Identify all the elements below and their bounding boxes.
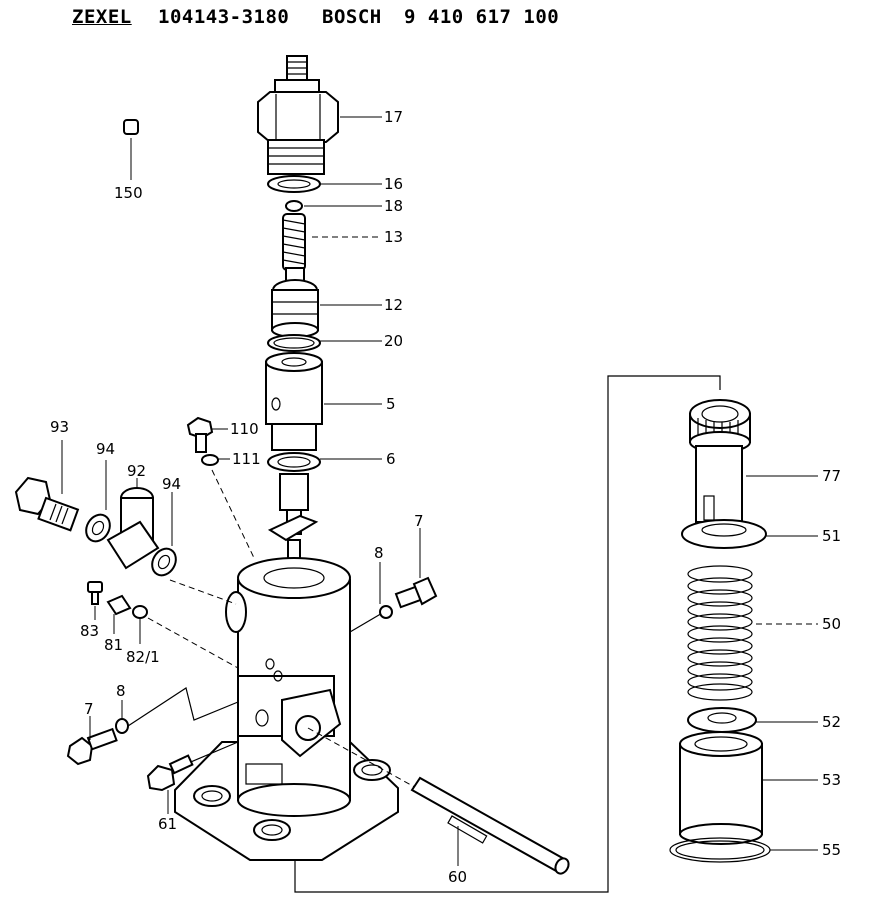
part-51-spring-seat [681, 519, 818, 549]
part-8-washer-right [379, 562, 393, 619]
part-92-banjo-fitting [106, 478, 160, 570]
part-18-ring [285, 200, 382, 212]
part-82-1-washer [132, 605, 148, 644]
part-12-delivery-valve [271, 267, 382, 338]
label-61: 61 [158, 815, 177, 833]
label-60: 60 [448, 868, 467, 886]
label-51: 51 [822, 527, 841, 545]
label-77: 77 [822, 467, 841, 485]
part-53-tappet [679, 731, 818, 845]
label-82-1: 82/1 [126, 648, 160, 666]
label-55: 55 [822, 841, 841, 859]
part-number-header: ZEXEL 104143-3180 BOSCH 9 410 617 100 [0, 0, 869, 40]
label-50: 50 [822, 615, 841, 633]
label-83: 83 [80, 622, 99, 640]
part-77-control-sleeve [689, 399, 818, 523]
label-7-left: 7 [84, 700, 94, 718]
label-6: 6 [386, 450, 396, 468]
screw-alignment-line [211, 469, 256, 561]
part-55-snap-ring [669, 837, 818, 863]
brand-bosch: BOSCH [322, 6, 382, 28]
flange-bolt-alignment-line [185, 741, 239, 765]
part-50-plunger-spring [687, 565, 818, 701]
label-12: 12 [384, 296, 403, 314]
label-81: 81 [104, 636, 123, 654]
pump-housing [174, 557, 399, 861]
brand-zexel: ZEXEL [72, 6, 132, 28]
assembly-connector-line [294, 375, 721, 893]
label-93: 93 [50, 418, 69, 436]
banjo-alignment-line [169, 579, 237, 605]
label-8-right: 8 [374, 544, 384, 562]
part-94-washer-right [151, 492, 177, 577]
label-7-right: 7 [414, 512, 424, 530]
plunger [267, 473, 319, 569]
label-111: 111 [232, 450, 261, 468]
label-94-right: 94 [162, 475, 181, 493]
part-7-bolt-left [66, 716, 118, 766]
part-60-shaft [410, 776, 570, 875]
part-81-plate [106, 594, 132, 634]
part-5-plunger-barrel [265, 352, 382, 451]
part-52-lower-seat [687, 707, 818, 733]
bolt-alignment-line [127, 687, 239, 727]
part-111-washer [201, 454, 230, 466]
label-17: 17 [384, 108, 403, 126]
label-18: 18 [384, 197, 403, 215]
label-16: 16 [384, 175, 403, 193]
plug-alignment-line [349, 611, 385, 633]
label-150: 150 [114, 184, 143, 202]
label-13: 13 [384, 228, 403, 246]
label-52: 52 [822, 713, 841, 731]
part-93-banjo-bolt [14, 440, 80, 532]
label-110: 110 [230, 420, 259, 438]
plate-alignment-line [147, 617, 239, 669]
label-94-left: 94 [96, 440, 115, 458]
part-110-screw [186, 416, 228, 453]
part-20-o-ring [267, 334, 382, 352]
part-8-washer-left [115, 700, 129, 734]
zexel-part-number: 104143-3180 [158, 6, 290, 28]
part-83-screw [87, 581, 103, 620]
bosch-part-number: 9 410 617 100 [404, 6, 560, 28]
label-20: 20 [384, 332, 403, 350]
label-53: 53 [822, 771, 841, 789]
part-6-gasket [267, 452, 382, 472]
label-8-left: 8 [116, 682, 126, 700]
label-92: 92 [127, 462, 146, 480]
shaft-alignment-line [307, 727, 421, 791]
part-16-gasket [267, 175, 382, 193]
part-61-flange-bolt [146, 754, 194, 814]
part-94-washer-left [85, 460, 111, 543]
part-17-valve-holder [257, 55, 382, 175]
label-5: 5 [386, 395, 396, 413]
part-150-cap [123, 119, 139, 180]
part-13-spring [282, 213, 382, 271]
part-7-plug-right [394, 528, 438, 609]
